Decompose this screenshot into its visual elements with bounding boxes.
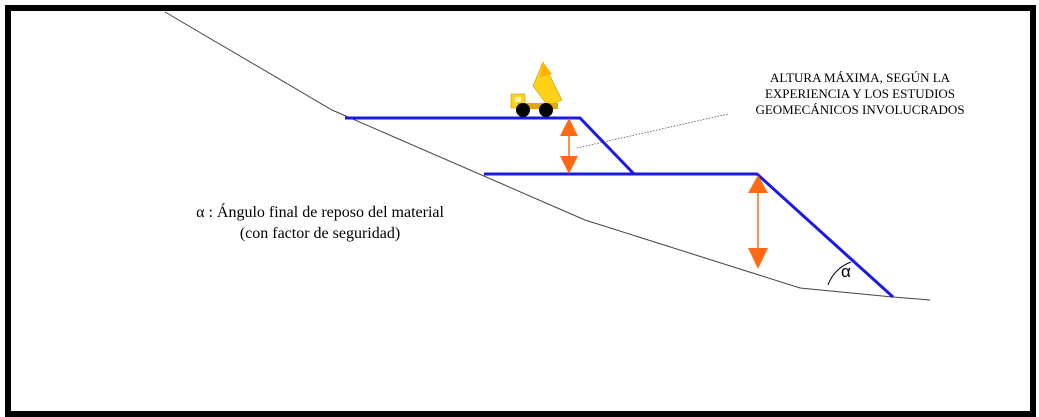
dump-truck-icon (510, 61, 563, 117)
max-height-annotation-line-2: EXPERIENCIA Y LOS ESTUDIOS (764, 86, 956, 101)
diagram-frame (5, 5, 1036, 417)
lower-height-arrow-icon (748, 175, 768, 269)
upper-bench-line (345, 116, 636, 176)
angle-alpha-label: α (841, 262, 851, 281)
terrain-profile-line (164, 11, 931, 301)
annotation-leader-line (576, 113, 729, 149)
repose-angle-annotation-line-1: α : Ángulo final de reposo del material (196, 204, 444, 221)
max-height-annotation-line-1: ALTURA MÁXIMA, SEGÚN LA (769, 70, 951, 85)
lower-bench-line (484, 172, 895, 299)
repose-angle-annotation-line-2: (con factor de seguridad) (239, 225, 401, 242)
max-height-annotation-line-3: GEOMECÁNICOS INVOLUCRADOS (755, 102, 965, 117)
upper-height-arrow-icon (560, 118, 578, 174)
repose-angle-annotation: α : Ángulo final de reposo del material … (150, 202, 490, 244)
max-height-annotation: ALTURA MÁXIMA, SEGÚN LA EXPERIENCIA Y LO… (700, 70, 1020, 118)
angle-alpha-arc (827, 261, 852, 286)
